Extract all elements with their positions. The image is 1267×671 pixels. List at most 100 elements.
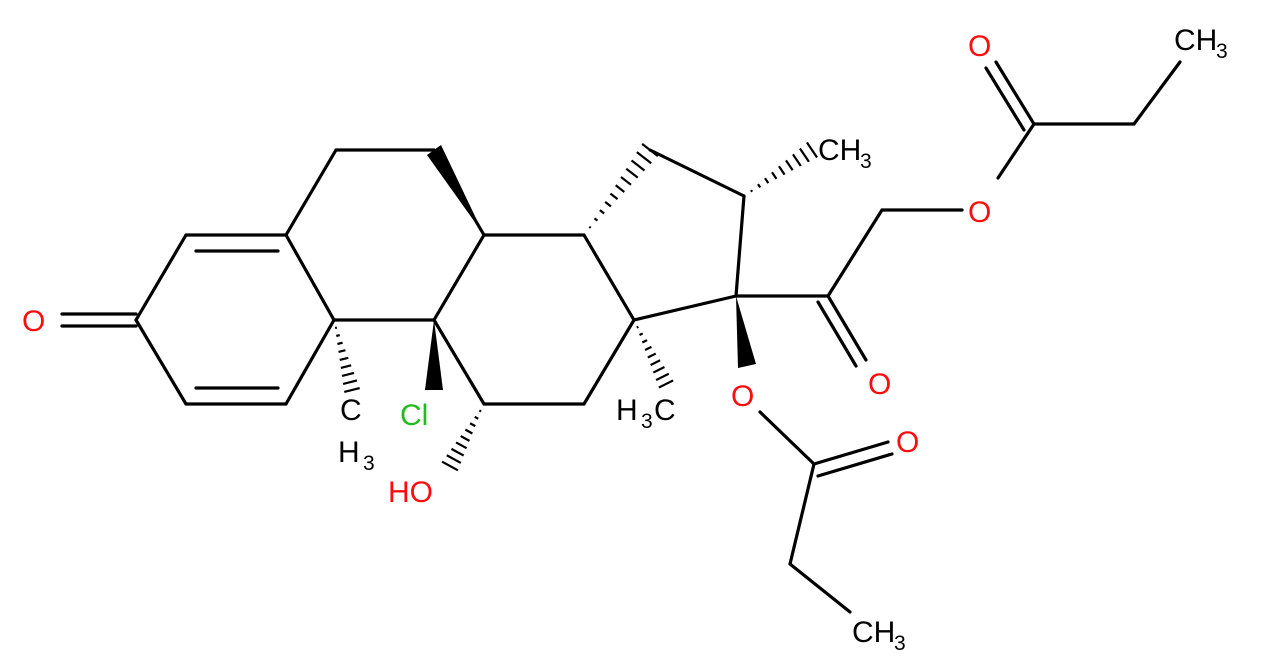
- hash4-stroke: [625, 167, 639, 179]
- hash4-stroke: [641, 142, 659, 158]
- bond-c15-c16: [648, 148, 746, 198]
- hash1-stroke: [336, 334, 340, 338]
- stereo-bonds: [334, 141, 818, 472]
- bond-cc1-o: [812, 440, 890, 466]
- hash5-stroke: [764, 177, 770, 184]
- hash4-stroke: [615, 184, 625, 193]
- hash2-stroke: [450, 447, 465, 457]
- ring-a: [60, 233, 336, 406]
- hash1-stroke: [339, 356, 349, 362]
- hash3-stroke: [655, 372, 670, 382]
- hash-c11-oh: [441, 409, 482, 472]
- hash2-stroke: [441, 460, 459, 472]
- hash4-stroke: [636, 151, 652, 165]
- atom-me-est2-sub: 3: [894, 632, 906, 655]
- bond-c17-c13: [632, 294, 738, 322]
- bond-c5-c10: [284, 233, 336, 322]
- hash1-stroke: [337, 341, 343, 346]
- bond-ce1-o-double: [984, 66, 1026, 132]
- atom-me10-c: C: [340, 394, 362, 427]
- bond-cc2-cc3: [788, 562, 852, 614]
- atom-me16-sub: 3: [860, 150, 872, 173]
- bond-c10-c1: [284, 318, 336, 406]
- wedge-c9-cl: [425, 320, 443, 390]
- atom-me10-h: H: [338, 436, 360, 469]
- hash4-stroke: [630, 159, 646, 172]
- hash2-stroke: [446, 454, 462, 464]
- hash4-stroke: [588, 225, 592, 229]
- bond-c20-o-double: [816, 300, 858, 368]
- bond-o21-ce1: [996, 122, 1036, 180]
- ring-c: [432, 233, 636, 406]
- bond-ce1-o: [994, 60, 1036, 126]
- side-chain: [734, 60, 1182, 368]
- hash3-stroke: [647, 352, 657, 359]
- atom-o21: O: [968, 196, 991, 229]
- atom-me13-h: H: [616, 394, 638, 427]
- hash4-stroke: [599, 209, 605, 215]
- atom-me10-sub: 3: [363, 452, 375, 475]
- atom-me-est1-sub: 3: [1216, 40, 1228, 63]
- bond-c8-c9: [432, 233, 486, 322]
- bond-cc1-cc2: [788, 462, 816, 566]
- bond-c14-c13: [582, 233, 636, 322]
- hash-c13-me: [636, 325, 674, 389]
- hash4-stroke: [609, 192, 619, 201]
- atom-me-est1-ch: CH: [1174, 24, 1217, 57]
- hash5-stroke: [778, 165, 786, 176]
- hash5-stroke: [806, 141, 818, 159]
- hash4-stroke: [604, 200, 612, 208]
- atom-me-est2-ch: CH: [852, 616, 895, 649]
- hash-c14-c15: [588, 142, 659, 229]
- bond-ce2-ce3: [1132, 60, 1182, 126]
- hash1-stroke: [338, 349, 346, 354]
- hash1-stroke: [342, 379, 358, 386]
- hash2-stroke: [464, 428, 473, 435]
- hash3-stroke: [644, 345, 652, 352]
- atom-cl: Cl: [400, 399, 428, 432]
- hash3-stroke: [636, 325, 639, 329]
- hash5-stroke: [757, 183, 762, 189]
- wedge-c17-o: [736, 296, 756, 368]
- hash5-stroke: [771, 171, 778, 180]
- hash3-stroke: [650, 359, 661, 367]
- hash5-stroke: [750, 189, 754, 193]
- atom-o17: O: [731, 380, 754, 413]
- atom-me16-ch: CH: [818, 134, 861, 167]
- atom-o20: O: [868, 368, 891, 401]
- hash2-stroke: [455, 441, 468, 450]
- hash4-stroke: [620, 176, 632, 186]
- hash1-stroke: [341, 371, 355, 378]
- c17-ester: [758, 410, 894, 614]
- bond-c11-c9: [432, 318, 486, 406]
- hash5-stroke: [792, 153, 802, 167]
- bond-c13-c12: [582, 318, 636, 406]
- hash5-stroke: [785, 159, 794, 171]
- hash2-stroke: [460, 435, 471, 442]
- bond-o17-cc1: [758, 410, 816, 466]
- hash1-stroke: [340, 364, 352, 370]
- atom-ho: HO: [388, 476, 433, 509]
- bond-c5-c6: [284, 148, 338, 237]
- hash2-stroke: [474, 415, 479, 420]
- ring-d: [632, 148, 746, 322]
- bond-c20-o: [826, 294, 868, 362]
- hash4-stroke: [593, 217, 599, 222]
- hash3-stroke: [639, 332, 644, 337]
- hash-c10-me: [334, 326, 361, 394]
- atom-o-ketone: O: [22, 305, 45, 338]
- bond-c16-c17: [734, 194, 746, 298]
- hash-c16-me: [750, 141, 818, 193]
- bond-c20-c21: [826, 208, 884, 298]
- bond-c2-c3: [134, 318, 188, 406]
- hash5-stroke: [799, 147, 810, 163]
- atom-o-est1: O: [968, 30, 991, 63]
- hash3-stroke: [641, 339, 648, 344]
- hash3-stroke: [652, 366, 665, 374]
- hash1-stroke: [343, 386, 361, 394]
- bond-c3-c4: [134, 233, 188, 322]
- atom-me13-sub: 3: [641, 410, 653, 433]
- atom-o-est2: O: [896, 426, 919, 459]
- wedge-c8-h: [427, 145, 484, 235]
